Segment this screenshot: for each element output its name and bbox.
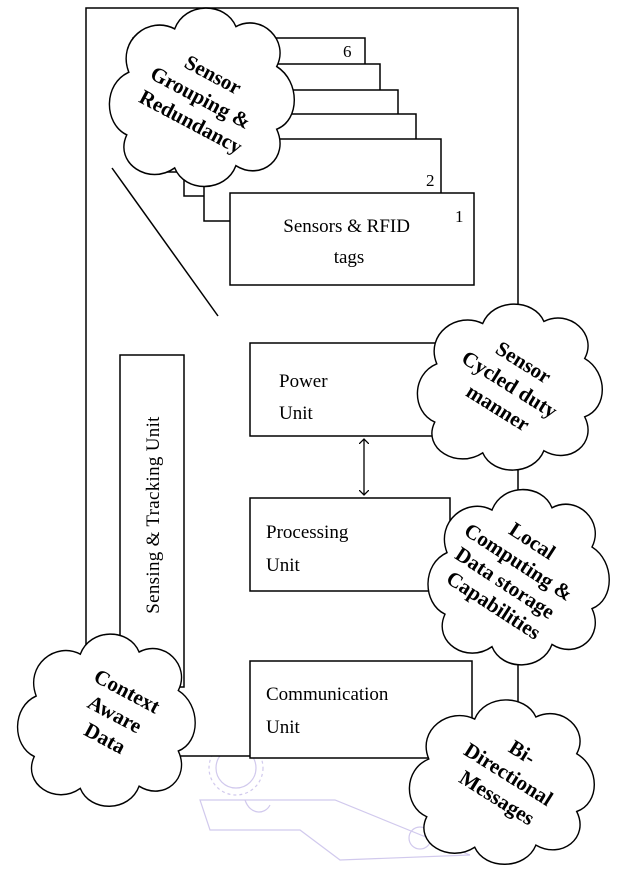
- svg-text:Context Aware Data: Context Aware Data: [66, 664, 169, 767]
- cloud-sensor-duty-cycle: Sensor Cycled duty manner: [416, 303, 604, 471]
- processing-unit-box: [249, 497, 451, 592]
- processing-unit-label-line-1: Processing: [266, 522, 349, 543]
- processing-unit-label-line-2: Unit: [266, 555, 301, 576]
- svg-text:Bi- Directional Me: Bi- Directional Messages: [446, 716, 575, 836]
- cloud-bidirectional-messages: Bi- Directional Messages: [408, 699, 596, 866]
- stack-label-1: 1: [455, 207, 464, 226]
- power-unit-label: Power Unit: [279, 371, 332, 424]
- svg-text:Sensor Cycled duty: Sensor Cycled duty manner: [444, 323, 580, 447]
- cloud-local-computing: Local Computing & Data storage Capabilit…: [427, 488, 611, 666]
- sensor-card-label-line-2: tags: [334, 247, 365, 268]
- communication-unit-label-line-1: Communication: [266, 684, 389, 705]
- power-unit-label-line-1: Power: [279, 371, 328, 392]
- diagonal-connector: [111, 167, 219, 317]
- stack-label-2: 2: [426, 171, 435, 190]
- processing-unit-label: Processing Unit: [266, 522, 353, 576]
- power-unit-label-line-2: Unit: [279, 403, 314, 424]
- cloud-sensor-grouping: Sensor Grouping & Redundancy: [108, 7, 296, 188]
- communication-unit-label: Communication Unit: [266, 684, 393, 738]
- sensor-card-label-line-1: Sensors & RFID: [283, 216, 410, 237]
- sensor-card-label: Sensors & RFID tags: [283, 216, 414, 268]
- sensor-card-1: [229, 192, 475, 286]
- stack-label-6: 6: [343, 42, 352, 61]
- cloud-context-aware: Context Aware Data: [16, 633, 196, 808]
- sensing-tracking-label: Sensing & Tracking Unit: [143, 416, 164, 614]
- communication-unit-label-line-2: Unit: [266, 717, 301, 738]
